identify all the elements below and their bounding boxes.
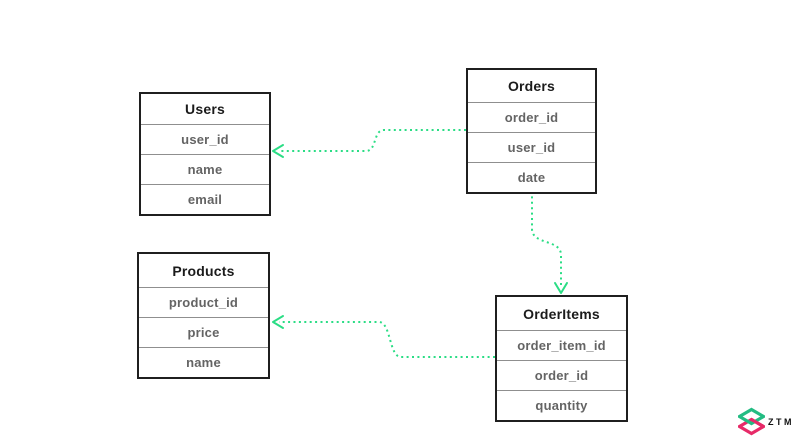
arrowhead-left-icon: [272, 144, 284, 158]
table-title: Products: [139, 254, 268, 288]
table-field: order_id: [497, 361, 626, 391]
table-orderitems: OrderItems order_item_id order_id quanti…: [495, 295, 628, 422]
table-field: quantity: [535, 398, 588, 413]
table-title: Orders: [468, 70, 595, 103]
connector-orders-to-orderitems: [531, 191, 568, 294]
table-title: Users: [141, 94, 269, 125]
table-title: OrderItems: [497, 297, 626, 331]
table-field: email: [187, 192, 223, 207]
ztm-diamonds-icon: [738, 407, 765, 436]
arrowhead-down-icon: [554, 282, 568, 294]
ztm-logo: ZTM: [738, 407, 794, 436]
table-field: product_id: [139, 288, 268, 318]
table-users: Users user_id name email: [139, 92, 271, 216]
table-field: order_id: [468, 103, 595, 133]
table-field: name: [186, 355, 221, 370]
table-field: name: [141, 155, 269, 185]
connector-orders-to-users: [272, 129, 466, 158]
table-field: user_id: [141, 125, 269, 155]
table-products: Products product_id price name: [137, 252, 270, 379]
arrowhead-left-icon: [272, 315, 284, 329]
table-field: date: [517, 170, 546, 185]
table-field: user_id: [468, 133, 595, 163]
connector-orderitems-to-products: [272, 315, 495, 358]
table-field: order_item_id: [497, 331, 626, 361]
table-orders: Orders order_id user_id date: [466, 68, 597, 194]
ztm-logo-label: ZTM: [768, 417, 794, 427]
table-field: price: [139, 318, 268, 348]
